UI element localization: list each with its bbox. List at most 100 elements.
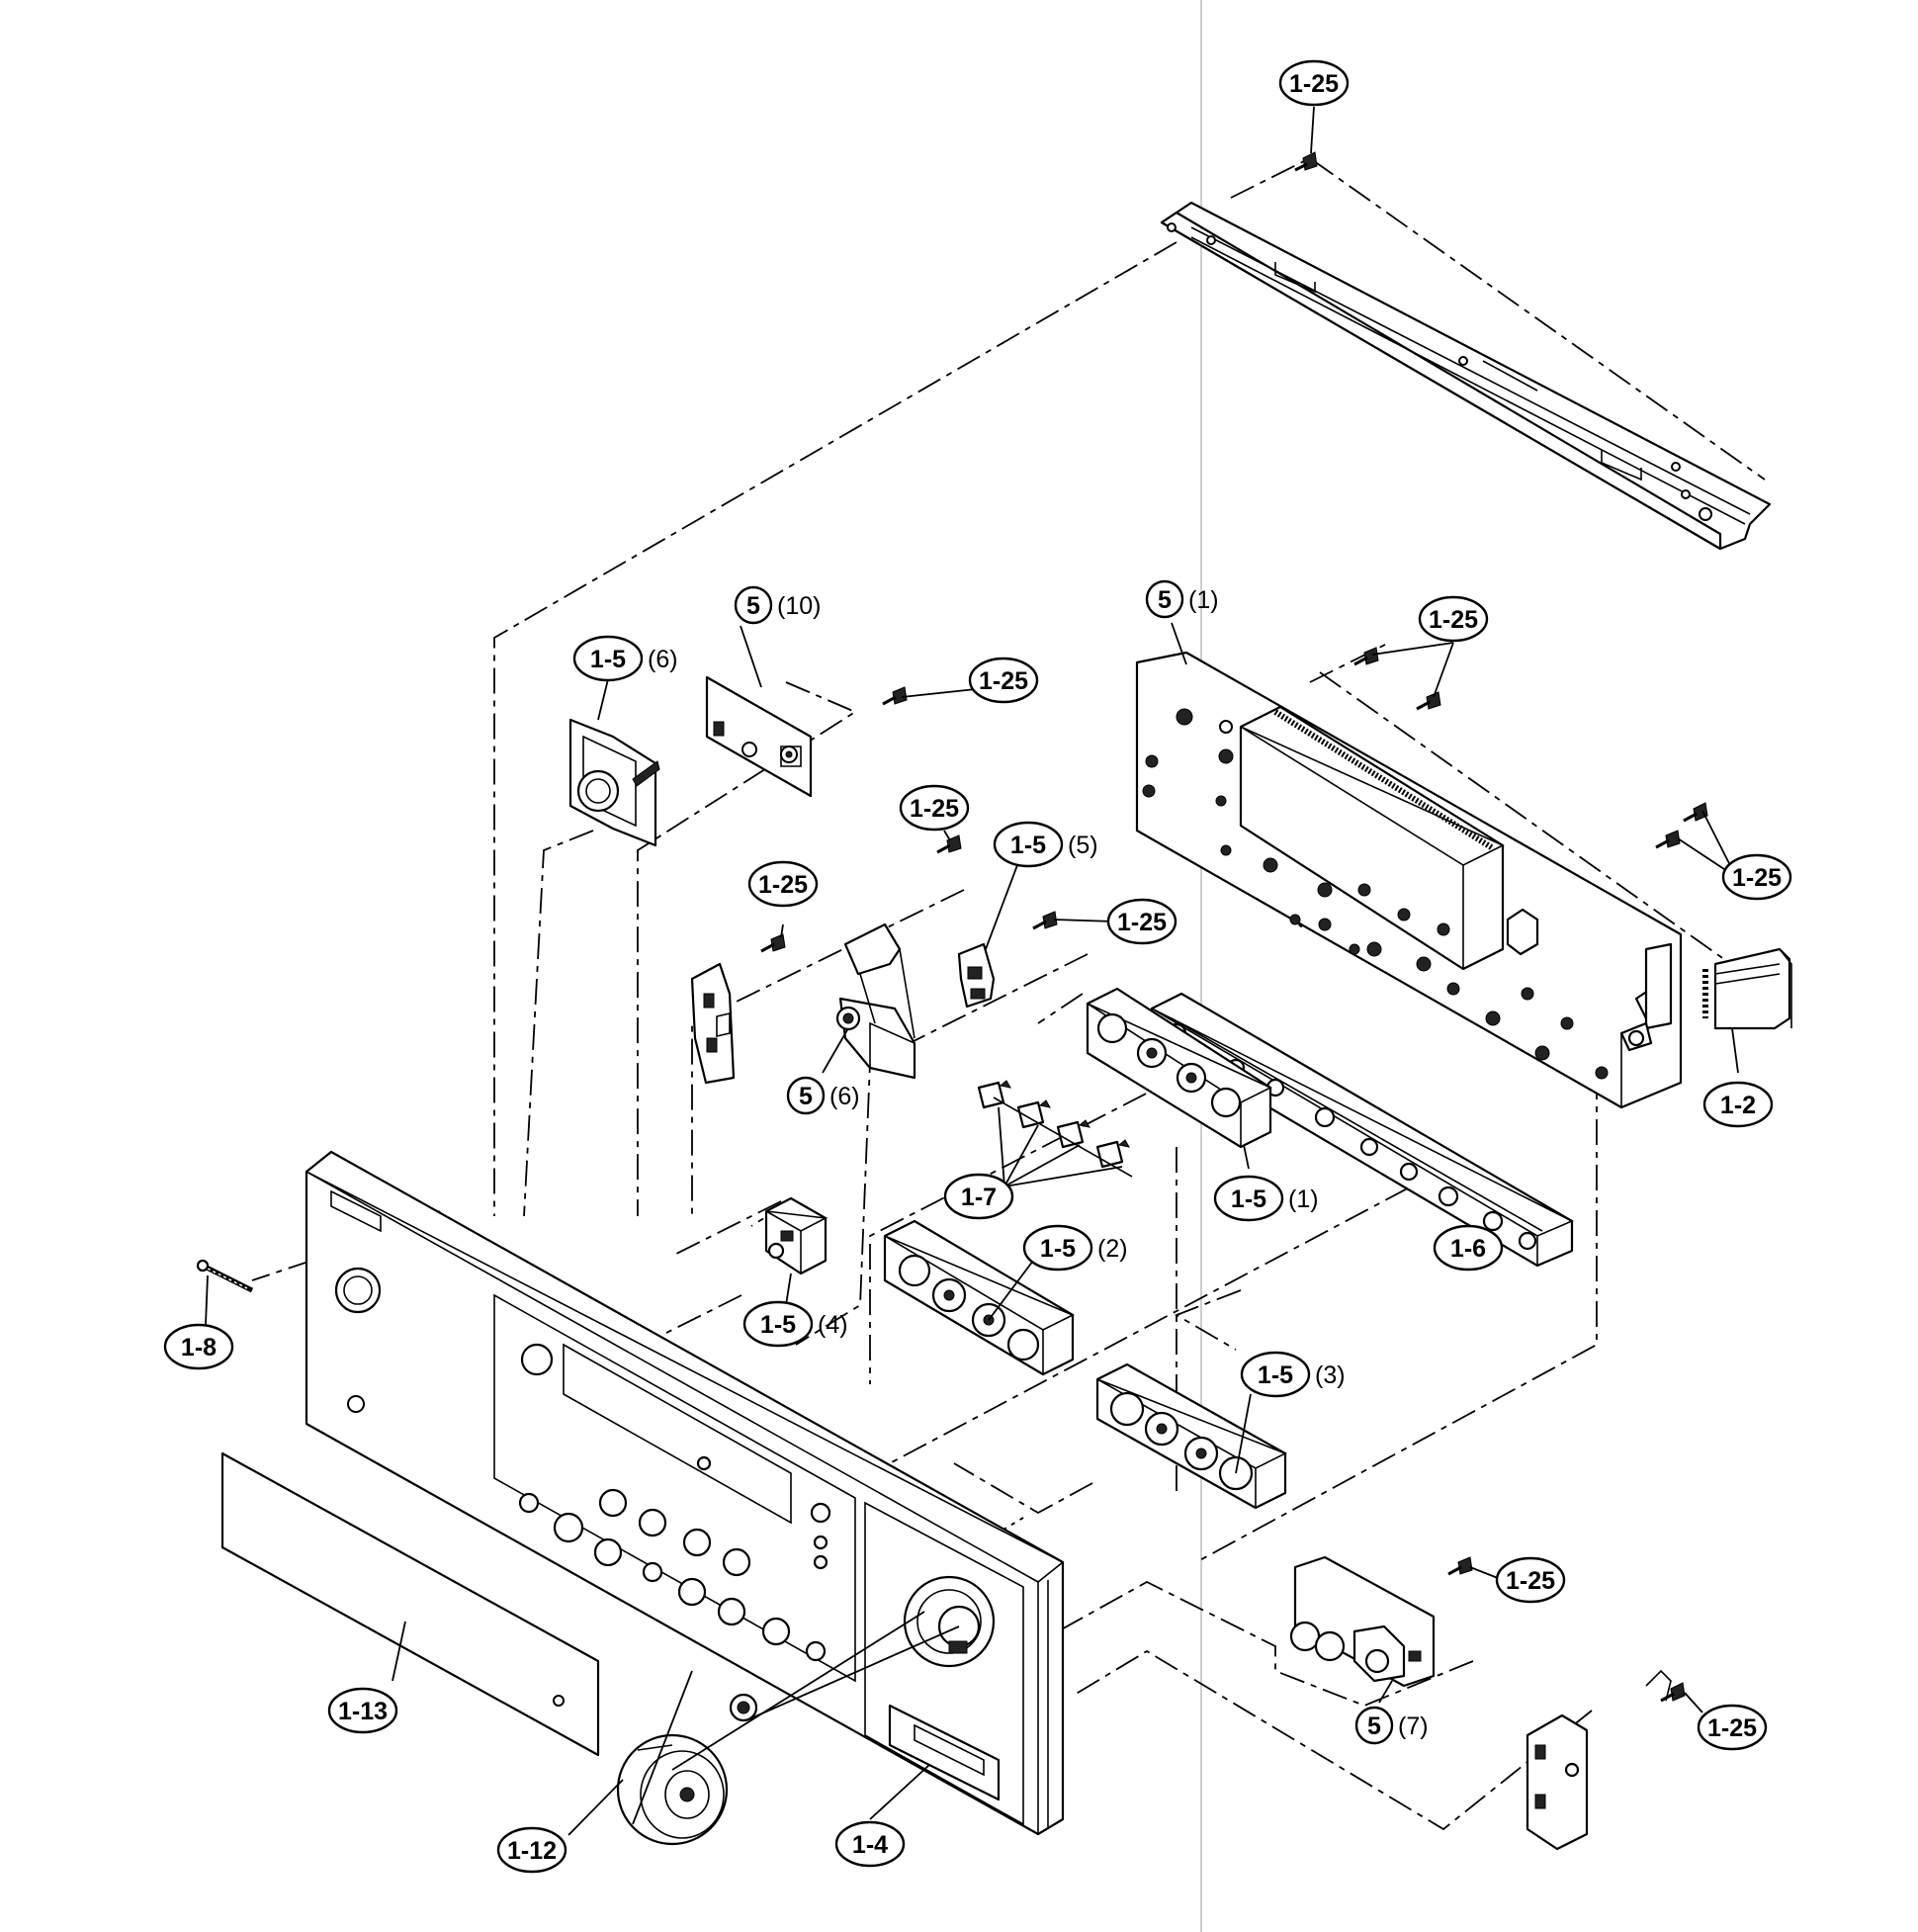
callout-6: 1-25 [1418,595,1489,643]
jack-5-6 [835,922,916,1080]
callout-ring [1697,1704,1768,1751]
corner-bracket [1526,1669,1672,1851]
callout-20: 1-5(3) [1240,1351,1346,1398]
callout-ring [1213,1175,1284,1222]
callout-number: 1-4 [852,1831,888,1859]
callout-ring [1145,579,1184,619]
volume-knob-1-12 [616,1733,729,1846]
clips-1-7 [977,1080,1133,1178]
callout-ring [1240,1351,1311,1398]
callout-subnumber: (2) [1097,1235,1128,1263]
callout-7: 1-25 [1721,853,1792,901]
leader-lines [205,106,1739,1836]
callout-number: 1-25 [1707,1714,1757,1742]
callout-23: 5(7) [1354,1706,1429,1745]
callout-ring [786,1076,826,1115]
callout-subnumber: (4) [818,1311,848,1339]
callout-subnumber: (1) [1288,1186,1319,1213]
pcb-5-7 [1289,1555,1436,1688]
callout-ring [1495,1556,1566,1604]
callout-number: 1-7 [961,1184,997,1211]
callout-ring [496,1826,567,1874]
callout-ring [834,1820,906,1868]
callout-number: 5 [746,592,760,620]
callout-subnumber: (1) [1188,586,1219,614]
callout-18: 1-5 (4) [742,1300,848,1348]
callout-16: 1-6 [1433,1224,1504,1272]
knob-nut [729,1693,758,1722]
screw-board-1-a [1353,647,1379,666]
screw-board-1-b [1416,691,1441,711]
callout-number: 1-5 [760,1311,796,1339]
callout-19: 1-8 [163,1323,234,1370]
callout-number: 5 [799,1083,813,1110]
callout-subnumber: (6) [829,1083,860,1110]
small-bracket [690,962,736,1085]
callout-subnumber: (10) [777,592,821,620]
callout-number: 5 [1158,586,1172,614]
callout-12: 5 (6) [786,1076,860,1115]
screw-right-b [1655,830,1681,849]
callout-ring [968,657,1039,704]
screw-right-a [1683,802,1708,823]
pcb-5-10 [705,675,813,798]
callout-26: 1-4 [834,1820,906,1868]
callout-13: 1-2 [1702,1081,1774,1128]
callout-ring [1106,898,1177,945]
callout-14: 1-7 [943,1173,1014,1220]
callout-number: 1-5 [1258,1361,1293,1389]
callout-ring [1418,595,1489,643]
callout-2: 5 (10) [734,585,821,625]
callout-17: 1-5 (2) [1022,1224,1128,1272]
callout-ring [899,784,970,832]
callout-number: 1-25 [910,795,959,823]
screw-bottom-right [1660,1682,1686,1703]
callout-ring [742,1300,814,1348]
control-1-5-6 [568,718,660,847]
callout-4: 1-25 [968,657,1039,704]
callout-ring [1354,1706,1394,1745]
callout-number: 1-6 [1450,1235,1486,1263]
jack-block-1-5-3 [1095,1362,1287,1510]
callout-25: 1-12 [496,1826,567,1874]
callout-number: 1-25 [1117,909,1167,936]
callout-ring [572,635,644,682]
callout-subnumber: (6) [648,646,678,673]
callout-number: 1-25 [1732,864,1782,892]
callout-15: 1-5 (1) [1213,1175,1319,1222]
screw-board-7 [1447,1556,1473,1576]
window-filter-1-13 [220,1451,600,1757]
main-pcb-5-1 [1135,651,1683,1109]
callout-ring [734,585,773,625]
pin-1-8 [196,1259,254,1293]
callout-1: 1-25 [1278,59,1350,107]
callout-number: 1-5 [1040,1235,1076,1263]
callout-ring [1433,1224,1504,1272]
screw-switch-5 [1032,911,1058,930]
screw-bracket [760,933,786,953]
callout-number: 1-13 [338,1698,388,1725]
callout-number: 5 [1367,1712,1381,1740]
callout-ring [1022,1224,1093,1272]
callout-number: 1-25 [979,667,1028,695]
callout-ring [747,860,819,908]
callout-3: 1-5(6) [572,635,678,682]
callout-21: 1-25 [1495,1556,1566,1604]
jack-1-5-4 [764,1196,828,1275]
callout-ring [327,1687,398,1734]
callout-labels: 1-255(10)1-5(6)1-255(1)1-251-251-5(5)1-2… [163,59,1792,1874]
callout-number: 1-25 [1506,1567,1555,1595]
callout-ring [1721,853,1792,901]
callout-number: 1-8 [181,1334,217,1361]
jack-block-1-5-1 [1086,987,1272,1149]
callout-number: 1-12 [507,1837,557,1865]
callout-5: 5 (1) [1145,579,1219,619]
screw-top [1294,151,1318,172]
front-panel-buttons [518,1455,831,1662]
callout-24: 1-25 [1697,1704,1768,1751]
callout-10: 1-25 [747,860,819,908]
callout-ring [1702,1081,1774,1128]
callout-number: 1-5 [1231,1186,1266,1213]
callout-ring [943,1173,1014,1220]
